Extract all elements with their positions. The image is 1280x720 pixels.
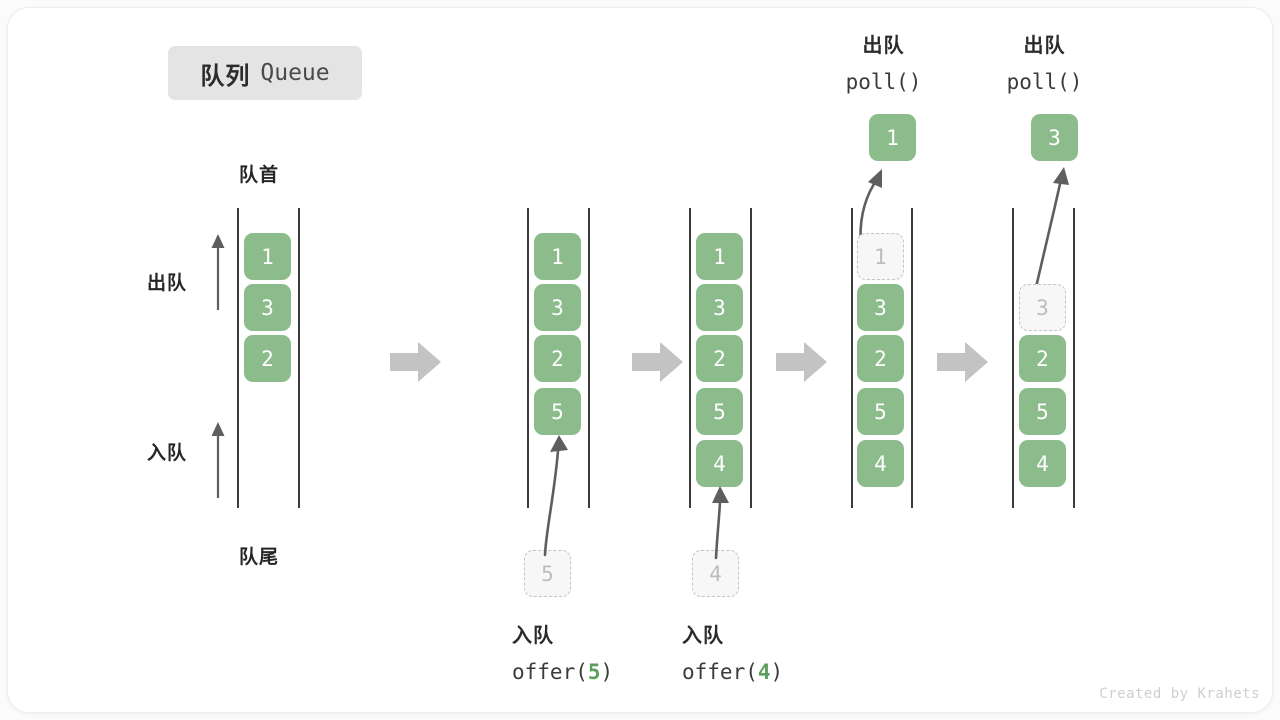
dequeued-ghost-item: 1 <box>857 233 904 280</box>
queue-item: 3 <box>244 284 291 331</box>
rail-right-5 <box>1073 208 1075 508</box>
queue-item-new: 5 <box>534 388 581 435</box>
enqueue-curve-arrow-icon <box>712 486 729 560</box>
incoming-ghost-item: 5 <box>524 550 571 597</box>
queue-item: 2 <box>244 335 291 382</box>
queue-item: 2 <box>696 335 743 382</box>
polled-item: 3 <box>1031 114 1078 161</box>
rail-right-1 <box>298 208 300 508</box>
title-english: Queue <box>260 60 330 86</box>
rail-left-2 <box>527 208 529 508</box>
label-queue-head: 队首 <box>239 165 280 186</box>
queue-item: 3 <box>696 284 743 331</box>
enqueue-direction-arrow-icon <box>211 422 225 498</box>
dequeue-direction-arrow-icon <box>211 234 225 310</box>
queue-item: 1 <box>244 233 291 280</box>
label-dequeue: 出队 <box>147 273 188 294</box>
title-chinese: 队列 <box>200 62 251 90</box>
queue-item: 1 <box>696 233 743 280</box>
dequeue-curve-arrow-icon <box>1031 167 1069 302</box>
rail-left-5 <box>1012 208 1014 508</box>
queue-item: 3 <box>534 284 581 331</box>
header-poll-code-1: poll() <box>845 70 922 94</box>
label-queue-tail: 队尾 <box>239 547 280 568</box>
rail-right-2 <box>588 208 590 508</box>
rail-right-4 <box>911 208 913 508</box>
stage-transition-arrow-icon <box>776 342 827 382</box>
header-poll-stage-4: 出队 poll() <box>801 28 966 100</box>
queue-item-new: 4 <box>696 440 743 487</box>
header-poll-label-2: 出队 <box>1023 35 1066 57</box>
footer-offer-code-4: offer(4) <box>682 660 784 684</box>
rail-left-4 <box>851 208 853 508</box>
dequeued-ghost-item: 3 <box>1019 284 1066 331</box>
queue-item: 1 <box>534 233 581 280</box>
footer-offer-5: 入队 offer(5) <box>488 618 648 690</box>
footer-offer-code-5: offer(5) <box>512 660 614 684</box>
label-enqueue: 入队 <box>147 443 188 464</box>
stage-transition-arrow-icon <box>632 342 683 382</box>
polled-item: 1 <box>869 114 916 161</box>
rail-right-3 <box>750 208 752 508</box>
queue-item: 2 <box>1019 335 1066 382</box>
stage-transition-arrow-icon <box>390 342 441 382</box>
rail-left-1 <box>237 208 239 508</box>
queue-item: 5 <box>857 388 904 435</box>
watermark-credit: Created by Krahets <box>1099 686 1260 702</box>
queue-item: 2 <box>857 335 904 382</box>
header-poll-code-2: poll() <box>1006 70 1083 94</box>
stage-transition-arrow-icon <box>937 342 988 382</box>
header-poll-label-1: 出队 <box>862 35 905 57</box>
footer-offer-4: 入队 offer(4) <box>658 618 818 690</box>
rail-left-3 <box>689 208 691 508</box>
queue-item: 3 <box>857 284 904 331</box>
queue-item: 4 <box>857 440 904 487</box>
footer-offer-label-5: 入队 <box>512 625 554 647</box>
queue-item: 4 <box>1019 440 1066 487</box>
header-poll-stage-5: 出队 poll() <box>962 28 1127 100</box>
queue-item: 5 <box>1019 388 1066 435</box>
footer-offer-label-4: 入队 <box>682 625 724 647</box>
queue-item: 5 <box>696 388 743 435</box>
enqueue-curve-arrow-icon <box>543 435 568 557</box>
diagram-title-badge: 队列 Queue <box>168 46 362 100</box>
queue-item: 2 <box>534 335 581 382</box>
